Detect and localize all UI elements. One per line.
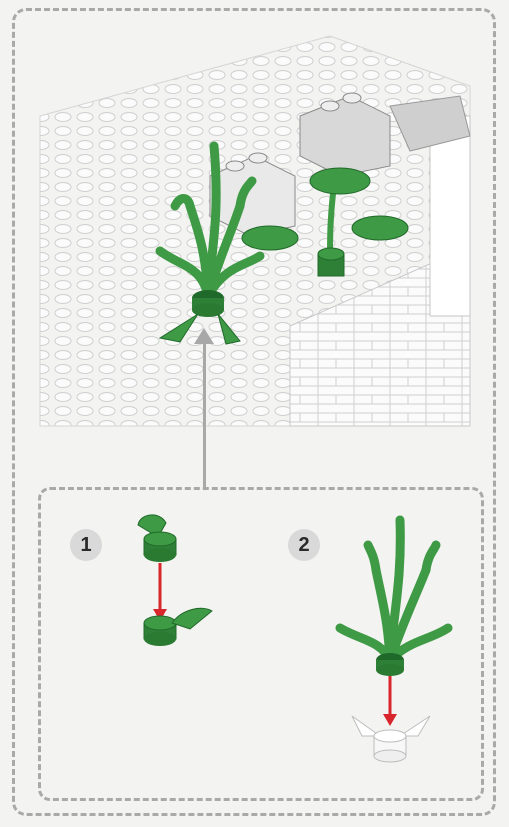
red-down-arrow-icon bbox=[383, 676, 397, 726]
callout-connector-line bbox=[203, 334, 206, 490]
seaweed-plant-icon bbox=[340, 520, 448, 660]
build-scene bbox=[30, 26, 480, 446]
leaf-stud-icon bbox=[138, 515, 176, 562]
connector-arrow-icon bbox=[194, 328, 214, 344]
step-number-badge: 2 bbox=[288, 529, 320, 561]
red-down-arrow-icon bbox=[153, 563, 167, 621]
step-number-badge: 1 bbox=[70, 529, 102, 561]
pillar bbox=[430, 116, 470, 316]
step2-illustration bbox=[330, 510, 470, 780]
step1-illustration bbox=[120, 505, 230, 665]
leaf-stud-icon bbox=[144, 608, 212, 646]
